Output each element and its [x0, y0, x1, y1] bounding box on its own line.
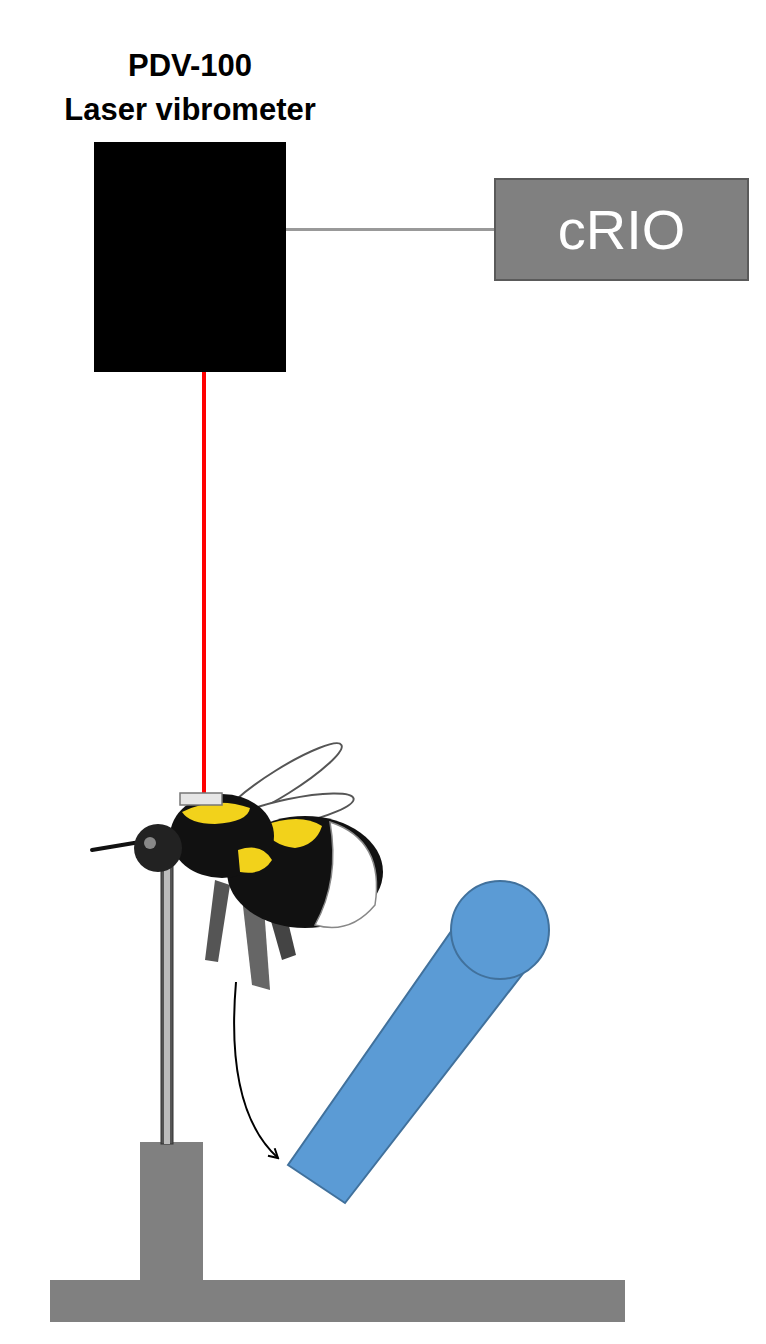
reflective-tape: [180, 793, 222, 805]
instrument-heading: PDV-100 Laser vibrometer: [34, 44, 346, 132]
bee-eye: [144, 837, 156, 849]
bee-antenna: [92, 842, 140, 850]
laser-beam: [202, 372, 206, 797]
bumblebee: [92, 734, 383, 990]
rod-highlight: [164, 838, 170, 1144]
bee-head: [134, 824, 182, 872]
controller-box: cRIO: [494, 178, 749, 281]
stand-base: [50, 1280, 625, 1322]
box-label: cRIO: [558, 197, 686, 262]
bee-stripe: [182, 803, 250, 824]
heading-line: PDV-100: [34, 44, 346, 88]
bee-stripe: [238, 848, 272, 873]
vibrometer-box: PDV-100 Laser vibrometer: [94, 142, 286, 372]
bee-tail: [315, 822, 377, 928]
shaker-arm: [288, 881, 549, 1203]
bee-thorax: [170, 794, 274, 878]
bee-leg: [205, 880, 230, 962]
shaker-knob: [451, 881, 549, 979]
stand-block: [140, 1142, 203, 1282]
signal-cable: [286, 228, 494, 231]
stand-rod: [161, 838, 173, 1144]
heading-line: Laser vibrometer: [34, 88, 346, 132]
motion-arrow: [234, 982, 278, 1158]
